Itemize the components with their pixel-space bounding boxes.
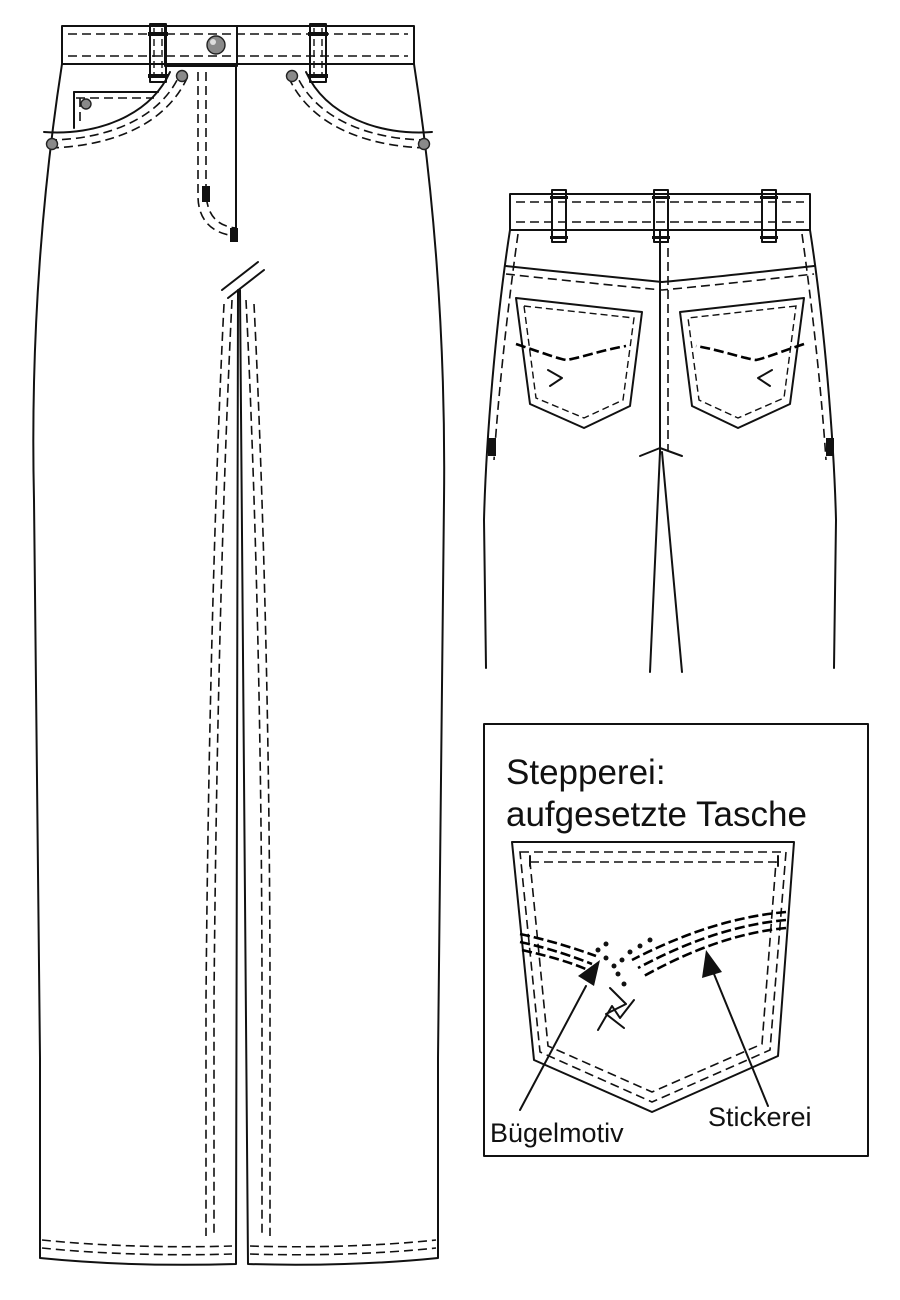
rivet-icon (175, 69, 189, 83)
back-view (483, 189, 837, 673)
label-stickerei: Stickerei (708, 1102, 812, 1132)
label-buegelmotiv: Bügelmotiv (490, 1118, 624, 1148)
back-left-outline (483, 229, 511, 669)
front-waistband (61, 25, 415, 67)
rivet-icon (80, 98, 92, 110)
back-waistband (509, 193, 811, 231)
back-right-outline (809, 229, 837, 669)
back-pocket-right (679, 297, 805, 429)
waist-button (206, 35, 226, 55)
back-belt-loops (550, 189, 778, 243)
pocket-detail-box: Stepperei: aufgesetzte Tasche (483, 723, 869, 1157)
rivet-icon (417, 137, 431, 151)
detail-title-line2: aufgesetzte Tasche (506, 795, 807, 834)
arrow-buegelmotiv (519, 960, 600, 1111)
front-fly (197, 63, 238, 242)
arrow-stickerei (702, 950, 769, 1107)
front-hem (41, 1239, 437, 1256)
front-belt-loops (148, 23, 328, 83)
break-mark (221, 261, 259, 291)
detail-title-line1: Stepperei: (506, 753, 666, 792)
front-pockets (43, 69, 433, 151)
rivet-icon (285, 69, 299, 83)
front-left-leg-outline (32, 63, 239, 1266)
rivet-icon (45, 137, 59, 151)
back-pocket-left (515, 297, 643, 429)
detail-pocket (511, 841, 795, 1113)
front-right-leg-outline (239, 63, 446, 1266)
front-view (32, 23, 446, 1266)
break-mark (227, 269, 265, 299)
front-leg-stitching (205, 299, 271, 1236)
